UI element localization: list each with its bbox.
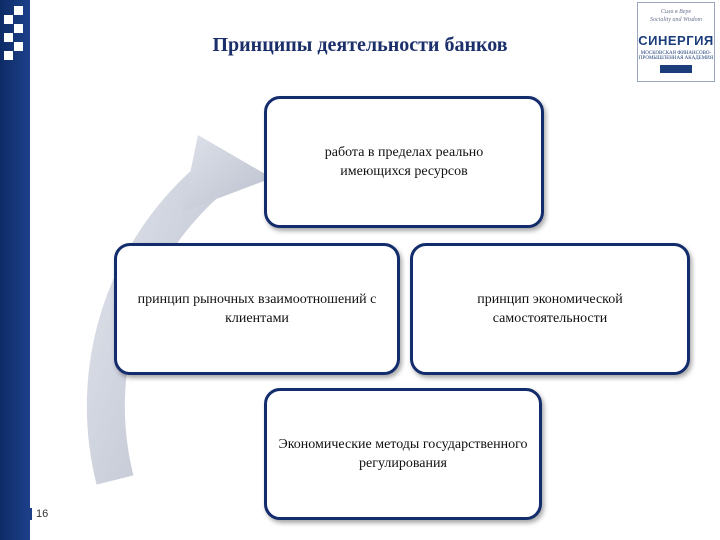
principle-box-bottom: Экономические методы государственного ре… (264, 388, 542, 520)
synergy-logo: Сила в Вере Sociality and Wisdom СИНЕРГИ… (637, 2, 715, 82)
logo-ribbon (660, 65, 692, 73)
decor-square (14, 6, 23, 15)
principle-text-right: принцип экономической самостоятельности (477, 292, 623, 326)
left-decor-line (28, 0, 30, 540)
page-number-marker (29, 508, 32, 520)
logo-motto: Сила в Вере (660, 9, 692, 15)
slide-title: Принципы деятельности банков (212, 34, 508, 56)
logo-name: СИНЕРГИЯ (638, 33, 714, 48)
arrow-head (182, 135, 272, 212)
decor-square (14, 42, 23, 51)
decor-square (4, 33, 13, 42)
principle-box-left: принцип рыночных взаимоотношений с клиен… (114, 243, 400, 375)
decor-square (4, 51, 13, 60)
principle-box-top: работа в пределах реально имеющихся ресу… (264, 96, 544, 228)
logo-academy: МОСКОВСКАЯ ФИНАНСОВО-ПРОМЫШЛЕННАЯ АКАДЕМ… (638, 51, 714, 61)
logo-motto-en: Sociality and Wisdom (650, 17, 702, 23)
principle-box-right: принцип экономической самостоятельности (410, 243, 690, 375)
principle-text-top: работа в пределах реально имеющихся ресу… (324, 145, 484, 179)
principle-text-bottom: Экономические методы государственного ре… (278, 437, 528, 471)
principle-text-left: принцип рыночных взаимоотношений с клиен… (137, 292, 377, 326)
left-decor-bar (0, 0, 28, 540)
page-number: 16 (36, 508, 49, 520)
decor-square (14, 24, 23, 33)
decor-square (4, 15, 13, 24)
